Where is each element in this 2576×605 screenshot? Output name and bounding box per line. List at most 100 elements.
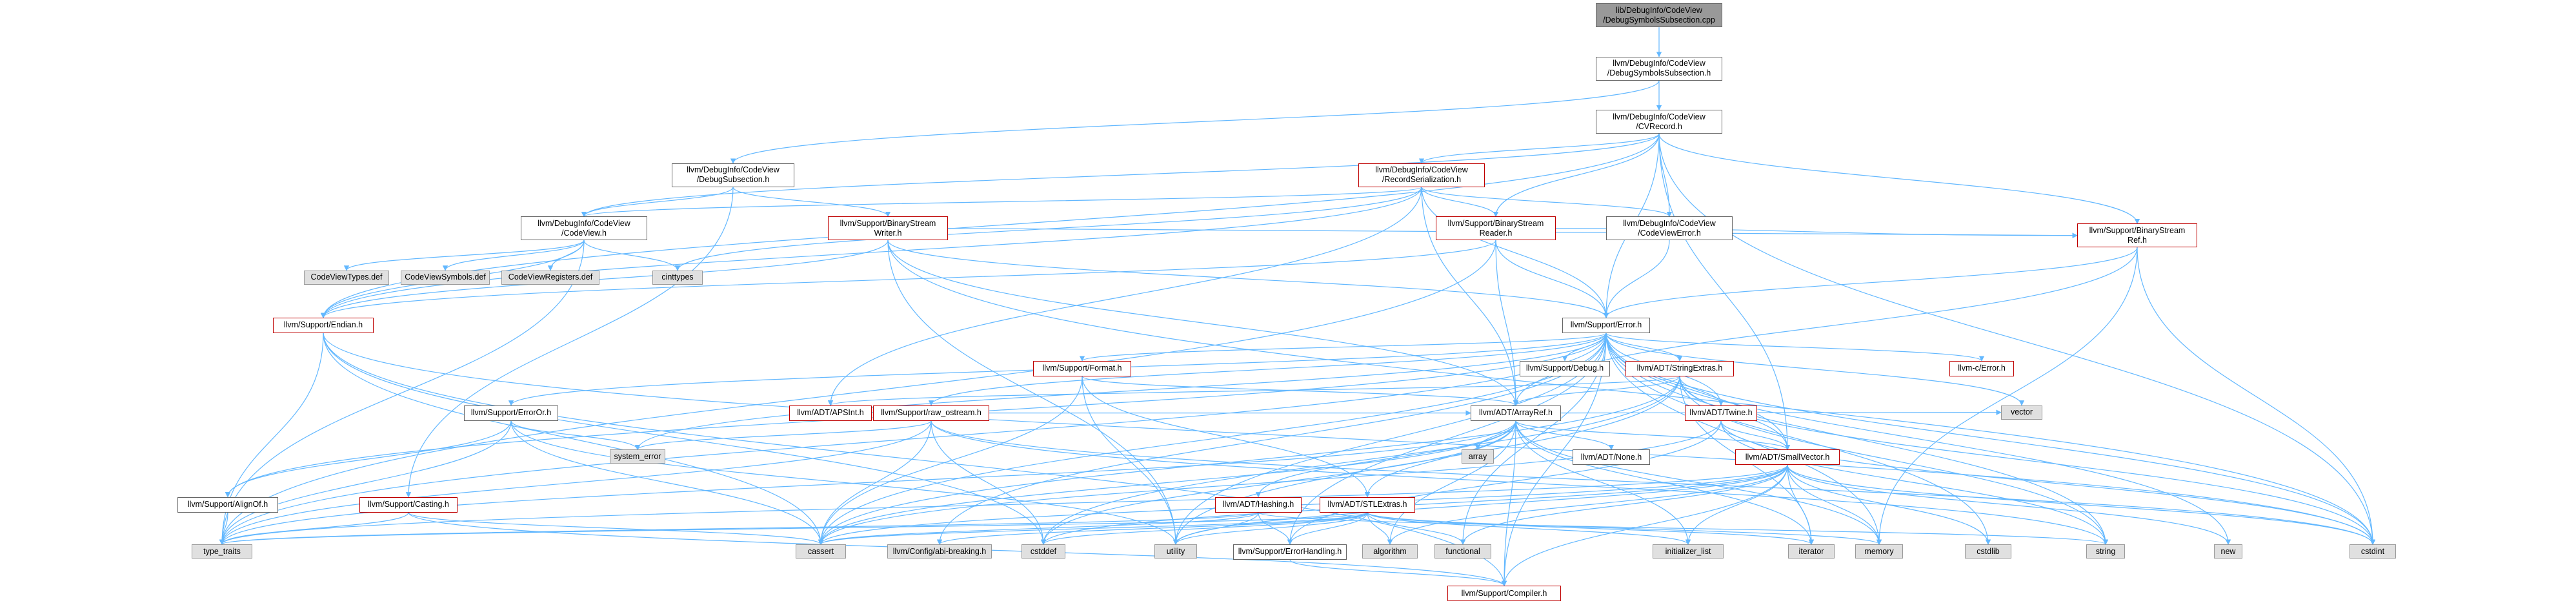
node-label-line: llvm/ADT/None.h xyxy=(1580,452,1642,462)
edge-arrayref-to-smallvector xyxy=(1515,420,1791,451)
node-twine[interactable]: llvm/ADT/Twine.h xyxy=(1685,405,1757,421)
node-cassert[interactable]: cassert xyxy=(796,544,846,559)
node-memory[interactable]: memory xyxy=(1855,544,1903,559)
node-codeview[interactable]: llvm/DebugInfo/CodeView/CodeView.h xyxy=(521,216,647,241)
edge-bsref-to-error xyxy=(1603,247,2138,318)
node-erroror[interactable]: llvm/Support/ErrorOr.h xyxy=(464,405,558,421)
node-cstdint[interactable]: cstdint xyxy=(2350,544,2396,559)
edge-twine-to-smallvector xyxy=(1720,420,1791,451)
node-debug[interactable]: llvm/Support/Debug.h xyxy=(1520,360,1610,376)
node-label-line: llvm/Support/Format.h xyxy=(1042,364,1122,373)
node-initlist[interactable]: initializer_list xyxy=(1653,544,1724,559)
node-iterator[interactable]: iterator xyxy=(1788,544,1835,559)
edge-stlextras-to-iterator xyxy=(1367,512,1814,545)
node-cvregs[interactable]: CodeViewRegisters.def xyxy=(501,270,599,285)
node-systemerror[interactable]: system_error xyxy=(610,449,665,464)
node-recser[interactable]: llvm/DebugInfo/CodeView/RecordSerializat… xyxy=(1358,163,1485,187)
node-stlextras[interactable]: llvm/ADT/STLExtras.h xyxy=(1320,497,1415,513)
node-string[interactable]: string xyxy=(2086,544,2125,559)
node-label-line: llvm/DebugInfo/CodeView xyxy=(1613,59,1706,68)
node-label-line: utility xyxy=(1166,546,1185,556)
edge-hashing-to-cassert xyxy=(818,512,1259,545)
node-label-line: CodeViewSymbols.def xyxy=(405,272,486,282)
node-label-line: llvm/DebugInfo/CodeView xyxy=(687,165,780,175)
edge-recser-to-codeview xyxy=(581,187,1422,218)
edge-error-to-cerror xyxy=(1605,333,1984,362)
node-typetraits[interactable]: type_traits xyxy=(192,544,252,559)
node-casting[interactable]: llvm/Support/Casting.h xyxy=(359,497,458,513)
node-cstddef[interactable]: cstddef xyxy=(1021,544,1065,559)
edge-bswriter-to-cstdint xyxy=(887,240,2376,545)
node-abibreaking[interactable]: llvm/Config/abi-breaking.h xyxy=(887,544,992,559)
edge-hashing-to-utility xyxy=(1172,512,1259,545)
node-error[interactable]: llvm/Support/Error.h xyxy=(1562,318,1650,333)
edge-recser-to-cverror xyxy=(1421,187,1673,218)
node-label-line: iterator xyxy=(1798,546,1824,556)
node-cvrecord[interactable]: llvm/DebugInfo/CodeView/CVRecord.h xyxy=(1596,110,1722,134)
node-utility[interactable]: utility xyxy=(1154,544,1197,559)
node-hashing[interactable]: llvm/ADT/Hashing.h xyxy=(1215,497,1302,513)
edge-stlextras-to-utility xyxy=(1172,512,1368,545)
edge-endian-to-cstddef xyxy=(323,333,1047,545)
edge-smallvector-to-iterator xyxy=(1787,465,1815,545)
node-label-line: Reader.h xyxy=(1479,228,1513,238)
node-array[interactable]: array xyxy=(1462,449,1494,464)
node-cstdlib[interactable]: cstdlib xyxy=(1965,544,2011,559)
edge-twine-to-cstdint xyxy=(1720,420,2376,545)
node-label-line: llvm/Support/Casting.h xyxy=(368,500,449,509)
node-label-line: llvm/ADT/StringExtras.h xyxy=(1636,364,1723,373)
node-cerror[interactable]: llvm-c/Error.h xyxy=(1949,360,2014,376)
edge-stlextras-to-typetraits xyxy=(219,512,1368,545)
node-alignof[interactable]: llvm/Support/AlignOf.h xyxy=(177,497,278,513)
node-apsint[interactable]: llvm/ADT/APSInt.h xyxy=(789,405,872,421)
edge-error-to-vector xyxy=(1605,333,2025,406)
node-label-line: llvm/Support/BinaryStream xyxy=(2089,225,2186,235)
edge-cvrecord-to-bsreader xyxy=(1493,134,1660,218)
edge-smallvector-to-algorithm xyxy=(1387,465,1788,545)
edge-error-to-systemerror xyxy=(634,333,1607,451)
node-label-line: system_error xyxy=(614,451,661,461)
node-errhandling[interactable]: llvm/Support/ErrorHandling.h xyxy=(1233,544,1347,560)
node-compiler[interactable]: llvm/Support/Compiler.h xyxy=(1447,586,1561,601)
node-strextras[interactable]: llvm/ADT/StringExtras.h xyxy=(1625,360,1734,376)
node-cvsyms[interactable]: CodeViewSymbols.def xyxy=(401,270,490,285)
node-label-line: llvm/DebugInfo/CodeView xyxy=(538,218,630,228)
edge-stlextras-to-functional xyxy=(1367,512,1466,545)
node-cvtypes[interactable]: CodeViewTypes.def xyxy=(304,270,389,285)
node-functional[interactable]: functional xyxy=(1434,544,1491,559)
edge-recser-to-arrayref xyxy=(1421,187,1519,406)
node-cverror[interactable]: llvm/DebugInfo/CodeView/CodeViewError.h xyxy=(1606,216,1733,241)
node-format[interactable]: llvm/Support/Format.h xyxy=(1033,360,1131,376)
node-debugsub[interactable]: llvm/DebugInfo/CodeView/DebugSubsection.… xyxy=(672,163,794,187)
node-root[interactable]: lib/DebugInfo/CodeView/DebugSymbolsSubse… xyxy=(1596,3,1722,28)
node-label-line: llvm/ADT/APSInt.h xyxy=(797,408,864,418)
node-label-line: llvm/ADT/STLExtras.h xyxy=(1327,500,1407,509)
node-algorithm[interactable]: algorithm xyxy=(1362,544,1418,559)
edge-casting-to-cassert xyxy=(408,512,824,545)
edge-error-to-format xyxy=(1080,333,1607,362)
edge-twine-to-cassert xyxy=(818,420,1722,545)
node-label-line: Ref.h xyxy=(2128,235,2147,245)
edge-smallvector-to-functional xyxy=(1460,465,1788,545)
node-label-line: llvm/Support/ErrorOr.h xyxy=(470,408,552,418)
edge-format-to-arrayref xyxy=(1082,376,1518,406)
node-adtnone[interactable]: llvm/ADT/None.h xyxy=(1573,449,1650,466)
node-cinttypes[interactable]: cinttypes xyxy=(652,270,703,285)
edge-bswriter-to-error xyxy=(887,240,1609,318)
edge-bsreader-to-endian xyxy=(321,240,1496,318)
node-dss_h[interactable]: llvm/DebugInfo/CodeView/DebugSymbolsSubs… xyxy=(1596,56,1722,81)
node-rawostream[interactable]: llvm/Support/raw_ostream.h xyxy=(873,405,989,421)
edge-strextras-to-cassert xyxy=(818,376,1680,545)
node-label-line: /DebugSubsection.h xyxy=(696,175,770,185)
edge-erroror-to-typetraits xyxy=(219,420,512,545)
node-vector[interactable]: vector xyxy=(2001,405,2042,420)
node-arrayref[interactable]: llvm/ADT/ArrayRef.h xyxy=(1471,405,1561,421)
node-smallvector[interactable]: llvm/ADT/SmallVector.h xyxy=(1735,449,1840,466)
node-new[interactable]: new xyxy=(2214,544,2242,559)
node-label-line: llvm/ADT/Twine.h xyxy=(1689,408,1753,418)
node-endian[interactable]: llvm/Support/Endian.h xyxy=(273,318,374,333)
